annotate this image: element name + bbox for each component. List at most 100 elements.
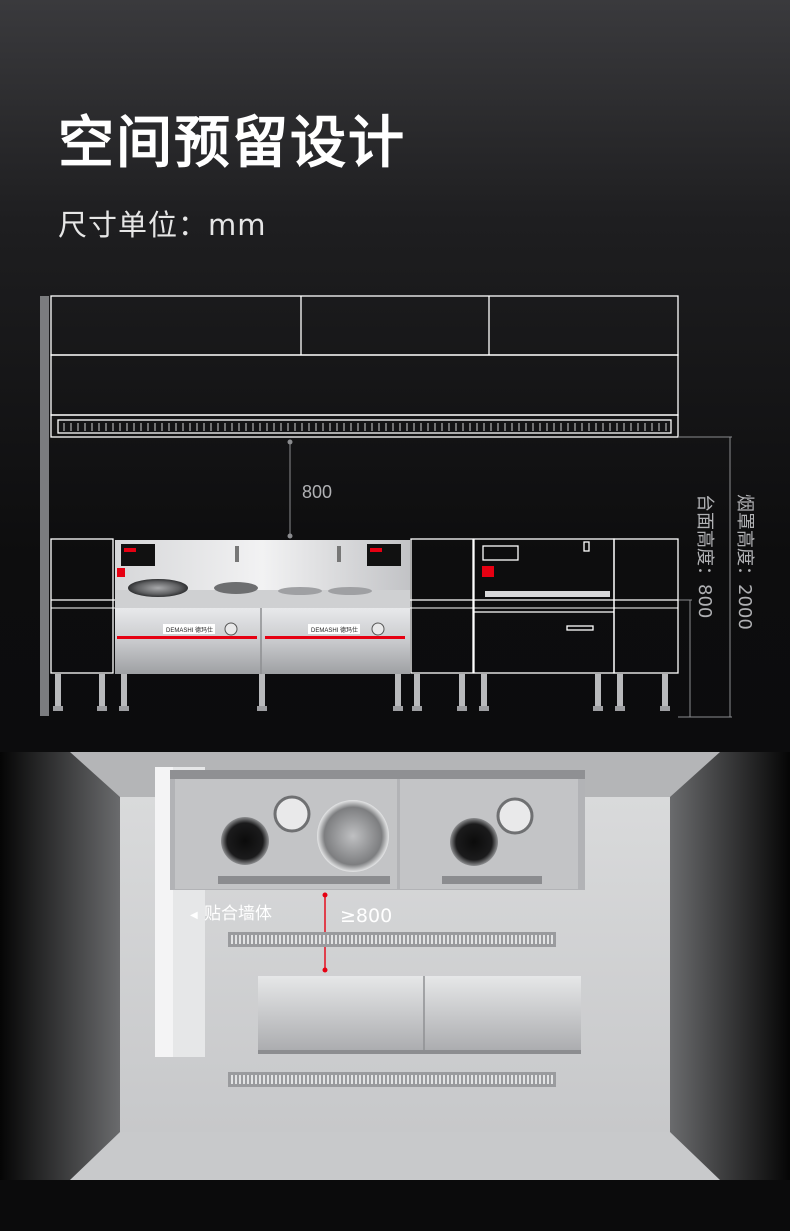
drain-slot — [319, 935, 321, 944]
drain-slot — [455, 1075, 457, 1084]
drain-slot — [363, 1075, 365, 1084]
drain-slot — [259, 935, 261, 944]
drain-slot — [503, 1075, 505, 1084]
hood-filter — [63, 423, 667, 431]
cabinet-leg — [662, 674, 668, 708]
drain-slot — [447, 935, 449, 944]
cabinet-leg — [459, 674, 465, 708]
cabinet-leg — [617, 674, 623, 708]
big-wok — [317, 800, 389, 872]
drain-slot — [295, 1075, 297, 1084]
drain-slot — [243, 935, 245, 944]
drain-slot — [471, 935, 473, 944]
drain-slot — [307, 1075, 309, 1084]
leg-foot — [97, 706, 107, 711]
dimension-lines — [678, 436, 732, 718]
page-title: 空间预留设计 — [58, 111, 406, 176]
unit-subtitle: 尺寸单位：mm — [58, 208, 267, 242]
drain-slot — [343, 1075, 345, 1084]
drain-slot — [523, 1075, 525, 1084]
drain-slot — [411, 935, 413, 944]
drain-slot — [407, 1075, 409, 1084]
drain-slot — [399, 1075, 401, 1084]
drain-slot — [379, 935, 381, 944]
drain-slot — [375, 935, 377, 944]
drain-slot — [511, 935, 513, 944]
drain-slot — [351, 1075, 353, 1084]
drain-slot — [327, 1075, 329, 1084]
drain-slot — [451, 935, 453, 944]
drain-slot — [451, 1075, 453, 1084]
drain-slot — [547, 1075, 549, 1084]
drain-slot — [323, 935, 325, 944]
drain-slot — [483, 1075, 485, 1084]
drain-slot — [347, 935, 349, 944]
brand-left: DEMASHI 德玛仕 — [166, 626, 213, 634]
drain-slot — [499, 1075, 501, 1084]
drain-slot — [271, 1075, 273, 1084]
drain-slot — [547, 935, 549, 944]
drain-slot — [247, 935, 249, 944]
drain-slot — [459, 935, 461, 944]
wall-note: 贴合墙体 — [204, 904, 272, 924]
drain-slot — [415, 935, 417, 944]
drain-slot — [495, 1075, 497, 1084]
drain-slot — [507, 935, 509, 944]
drain-slot — [271, 935, 273, 944]
drain-slot — [471, 1075, 473, 1084]
drain-slot — [535, 935, 537, 944]
drain-slot — [387, 1075, 389, 1084]
drain-slot — [387, 935, 389, 944]
clearance-dot-bottom — [287, 533, 293, 539]
room-right-wall — [670, 752, 790, 1180]
cabinet-legs — [53, 674, 670, 711]
drain-slot — [395, 1075, 397, 1084]
drain-slot — [371, 935, 373, 944]
leg-foot — [119, 706, 129, 711]
drain-slot — [335, 935, 337, 944]
drain-slot — [351, 935, 353, 944]
clearance-dot-top — [287, 439, 293, 445]
cabinet-leg — [395, 674, 401, 708]
drain-slot — [539, 935, 541, 944]
drain-slot — [331, 1075, 333, 1084]
drain-slot — [463, 1075, 465, 1084]
drain-slot — [367, 1075, 369, 1084]
drain-slot — [243, 1075, 245, 1084]
drain-slot — [483, 935, 485, 944]
drain-slot — [279, 935, 281, 944]
drain-slot — [439, 1075, 441, 1084]
drain-slot — [411, 1075, 413, 1084]
leg-foot — [412, 706, 422, 711]
drain-slot — [519, 1075, 521, 1084]
drain-slot — [435, 935, 437, 944]
drain-slot — [463, 935, 465, 944]
drain-slot — [307, 935, 309, 944]
drain-slot — [287, 935, 289, 944]
wall-line — [40, 296, 49, 716]
drain-slot — [339, 935, 341, 944]
drain-slot — [491, 1075, 493, 1084]
drain-slot — [431, 1075, 433, 1084]
drain-slot — [435, 1075, 437, 1084]
drain-slot — [239, 935, 241, 944]
drain-slot — [267, 935, 269, 944]
leg-foot — [593, 706, 603, 711]
drain-slot — [443, 1075, 445, 1084]
drain-slot — [539, 1075, 541, 1084]
drain-slot — [359, 1075, 361, 1084]
drain-slot — [315, 935, 317, 944]
drain-slot — [511, 1075, 513, 1084]
drain-slot — [371, 1075, 373, 1084]
drain-slot — [515, 1075, 517, 1084]
burner-left — [221, 817, 269, 865]
drain-slot — [287, 1075, 289, 1084]
drain-slot — [367, 935, 369, 944]
cabinet-leg — [595, 674, 601, 708]
drain-slot — [279, 1075, 281, 1084]
drain-slot — [327, 935, 329, 944]
drain-slot — [255, 935, 257, 944]
leg-foot — [479, 706, 489, 711]
brand-right: DEMASHI 德玛仕 — [311, 626, 358, 634]
drain-slot — [263, 1075, 265, 1084]
